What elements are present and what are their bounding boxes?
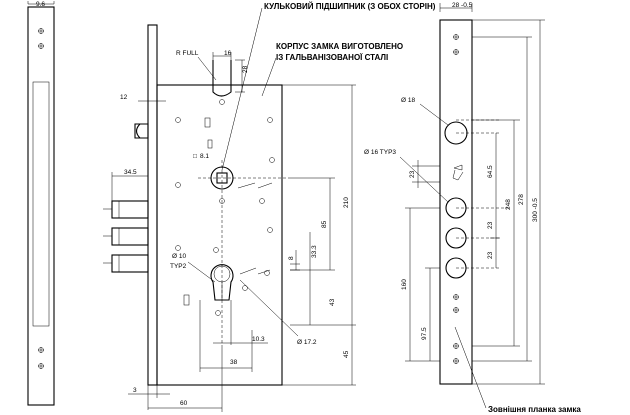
dim-8: 8 <box>288 256 295 260</box>
dim-10-3: 10.3 <box>252 336 265 343</box>
dim-210: 210 <box>343 197 350 208</box>
side-view-plate <box>27 6 55 406</box>
key-symbol <box>452 164 464 181</box>
strike-callout: Зовнішня планка замка <box>488 405 581 414</box>
dim-60: 60 <box>180 400 188 407</box>
dia-18: Ø 18 <box>401 97 415 104</box>
sq-label: □ <box>193 153 197 160</box>
side-view-slot <box>32 81 50 327</box>
faceplate-width: 28 -0.5 <box>452 2 473 9</box>
bearing-callout: КУЛЬКОВИЙ ПІДШИПНИК (З ОБОХ СТОРІН) <box>264 2 436 11</box>
dim-28: 28 <box>242 65 249 73</box>
dia-10-label: Ø 10 <box>172 253 186 260</box>
callouts: КУЛЬКОВИЙ ПІДШИПНИК (З ОБОХ СТОРІН) КОРП… <box>221 2 581 414</box>
dim-16: 16 <box>224 50 232 57</box>
dim-248: 248 <box>505 199 512 210</box>
dim-33-3: 33.3 <box>311 245 318 258</box>
housing-callout-1: КОРПУС ЗАМКА ВИГОТОВЛЕНО <box>276 42 403 51</box>
dim-278: 278 <box>518 194 525 205</box>
faceplate <box>439 19 473 385</box>
dim-97-5: 97.5 <box>421 327 428 340</box>
dim-85: 85 <box>321 220 328 228</box>
dia-16: Ø 16 TYP3 <box>364 149 396 156</box>
dim-38: 38 <box>230 359 238 366</box>
dim-300: 300 -0.5 <box>532 198 539 222</box>
dim-23-b: 23 <box>487 251 494 259</box>
housing-callout-2: ІЗ ГАЛЬВАНІЗОВАНОЇ СТАЛІ <box>276 53 388 62</box>
typ2-label: TYP2 <box>170 263 187 270</box>
lock-housing <box>156 84 283 386</box>
latch-bolt <box>134 123 149 139</box>
front-plate <box>147 24 158 386</box>
dim-45: 45 <box>343 350 350 358</box>
dim-3: 3 <box>133 387 137 394</box>
side-view: 9.6 <box>27 1 55 406</box>
dim-12: 12 <box>120 94 128 101</box>
r-full-label: R FULL <box>176 50 199 57</box>
dim-64-5: 64.5 <box>487 165 494 178</box>
faceplate-view: 28 -0.5 Ø 18 Ø 16 TYP3 23 64.5 <box>364 2 545 385</box>
cylinder-profile <box>210 264 234 301</box>
dim-23-a: 23 <box>487 221 494 229</box>
side-width-dim: 9.6 <box>36 1 45 8</box>
sq-dim: 8.1 <box>200 153 209 160</box>
dia-17-2: Ø 17.2 <box>297 339 317 346</box>
main-bolts <box>103 200 149 273</box>
front-view: 16 R FULL 28 12 □ <box>103 24 356 412</box>
dim-160: 160 <box>401 279 408 290</box>
r-full-notch <box>212 60 232 97</box>
dim-34-5: 34.5 <box>124 169 137 176</box>
dim-43: 43 <box>329 298 336 306</box>
dim-23-top: 23 <box>409 170 416 178</box>
